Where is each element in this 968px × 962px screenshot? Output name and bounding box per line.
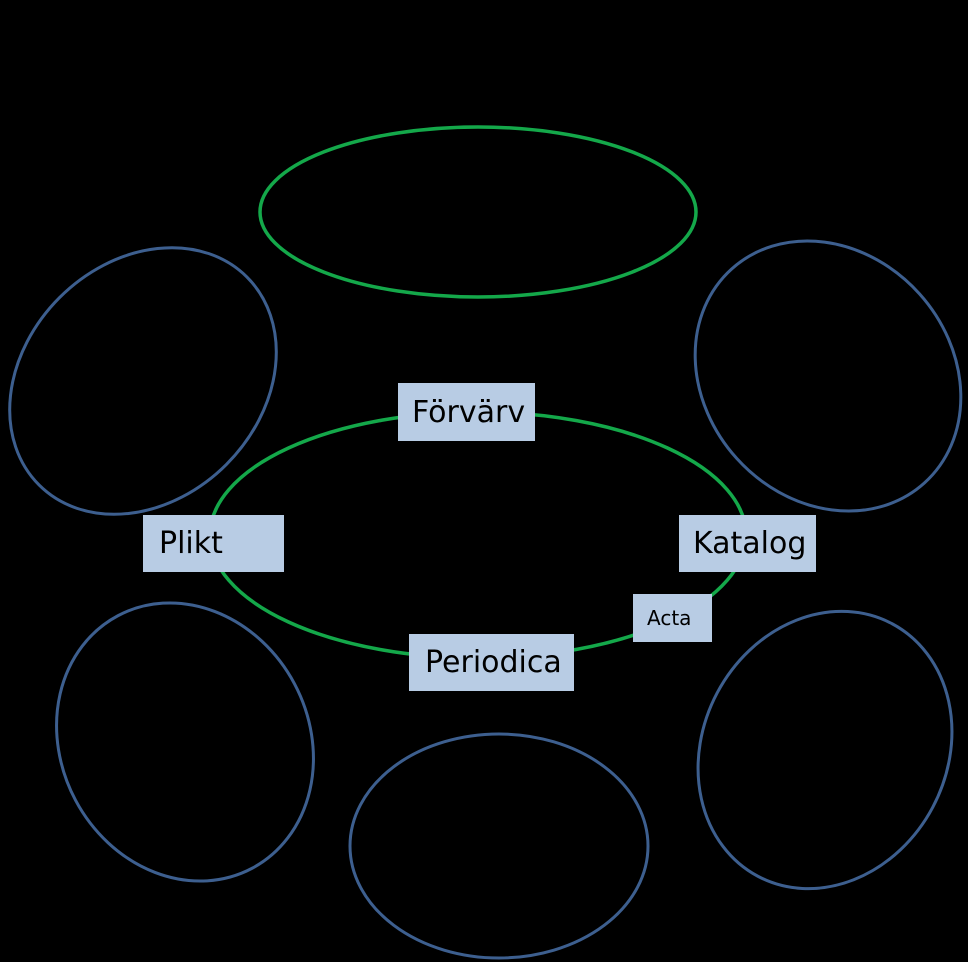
bottom-right-blue-ellipse [696, 609, 954, 891]
bottom-left-blue-ellipse [55, 601, 315, 883]
label-periodica: Periodica [409, 634, 574, 691]
label-forvarv: Förvärv [398, 383, 535, 441]
bottom-center-blue-ellipse [348, 732, 650, 960]
label-plikt-text: Plikt [159, 526, 223, 561]
label-periodica-text: Periodica [425, 645, 562, 680]
top-right-blue-ellipse [693, 239, 963, 513]
label-acta-text: Acta [647, 606, 692, 630]
label-katalog: Katalog [679, 515, 816, 572]
top-left-blue-ellipse [8, 246, 278, 516]
label-acta: Acta [633, 594, 712, 642]
top-green-ellipse [258, 125, 698, 299]
label-forvarv-text: Förvärv [412, 394, 526, 430]
label-katalog-text: Katalog [693, 526, 807, 561]
label-plikt: Plikt [143, 515, 284, 572]
